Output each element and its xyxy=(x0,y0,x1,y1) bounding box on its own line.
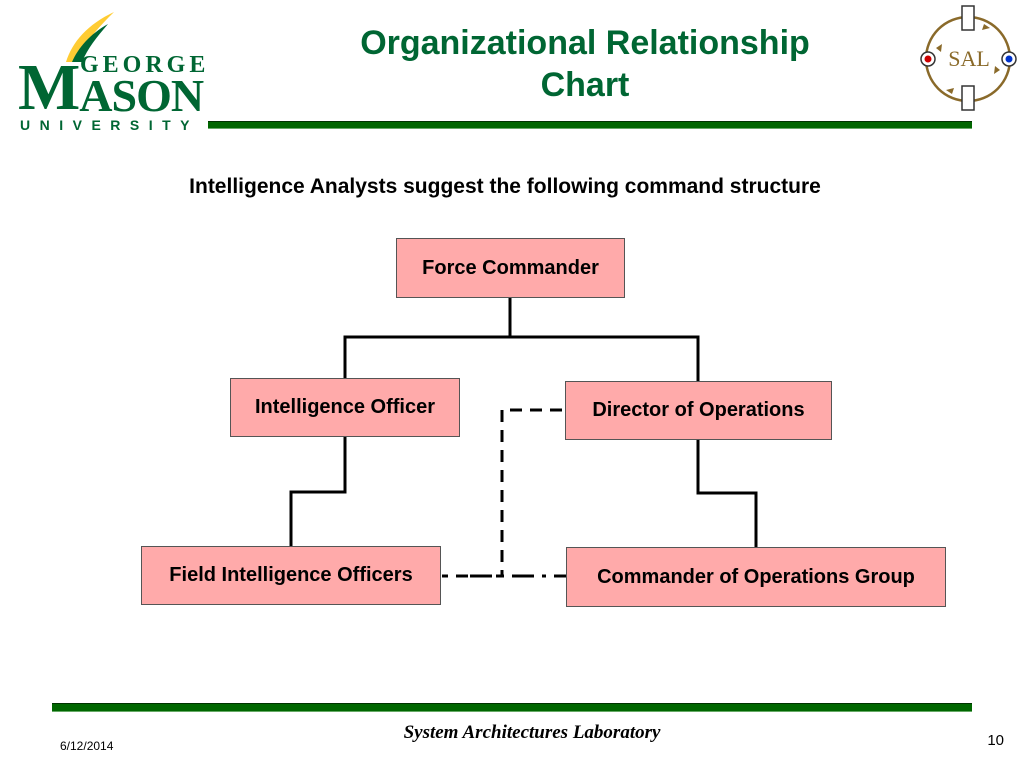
title-line-2: Chart xyxy=(540,66,630,104)
logo-mason-initial: M xyxy=(18,51,80,124)
dashed-link-operations-to-field xyxy=(442,408,562,578)
subtitle: Intelligence Analysts suggest the follow… xyxy=(189,175,821,198)
logo-mason-rest: ASON xyxy=(79,70,204,121)
connector-intelligence-to-field xyxy=(289,437,347,547)
node-force-commander-label: Force Commander xyxy=(422,256,599,279)
node-commander-of-operations-group: Commander of Operations Group xyxy=(566,547,946,607)
sal-logo: SAL xyxy=(920,5,1017,111)
gmu-logo: GEORGE MASON UNIVERSITY xyxy=(0,0,215,135)
logo-george-text: GEORGE xyxy=(80,52,210,78)
sal-logo-text: SAL xyxy=(948,46,990,71)
node-force-commander: Force Commander xyxy=(396,238,625,298)
node-director-of-operations: Director of Operations xyxy=(565,381,832,440)
connector-commander-to-operations xyxy=(510,335,700,382)
page-title: Organizational Relationship Chart xyxy=(265,22,905,106)
footer-date: 6/12/2014 xyxy=(60,739,114,753)
connector-commander-to-intelligence xyxy=(343,297,512,380)
connector-operations-to-cog xyxy=(696,439,758,548)
footer-lab-name: System Architectures Laboratory xyxy=(403,722,661,743)
node-director-of-operations-label: Director of Operations xyxy=(592,399,805,421)
leaf-icon xyxy=(66,12,114,62)
logo-university-text: UNIVERSITY xyxy=(20,117,200,133)
node-intelligence-officer: Intelligence Officer xyxy=(230,378,460,437)
page-number: 10 xyxy=(987,732,1004,749)
footer-divider xyxy=(52,703,972,712)
node-intelligence-officer-label: Intelligence Officer xyxy=(254,396,436,418)
logo-mason-text: MASON xyxy=(18,55,208,122)
title-line-1: Organizational Relationship xyxy=(360,24,810,62)
node-field-intelligence-officers-label: Field Intelligence Officers xyxy=(169,564,413,586)
node-field-intelligence-officers: Field Intelligence Officers xyxy=(141,546,441,605)
header-divider xyxy=(208,121,972,129)
node-commander-of-operations-group-label: Commander of Operations Group xyxy=(597,565,915,588)
